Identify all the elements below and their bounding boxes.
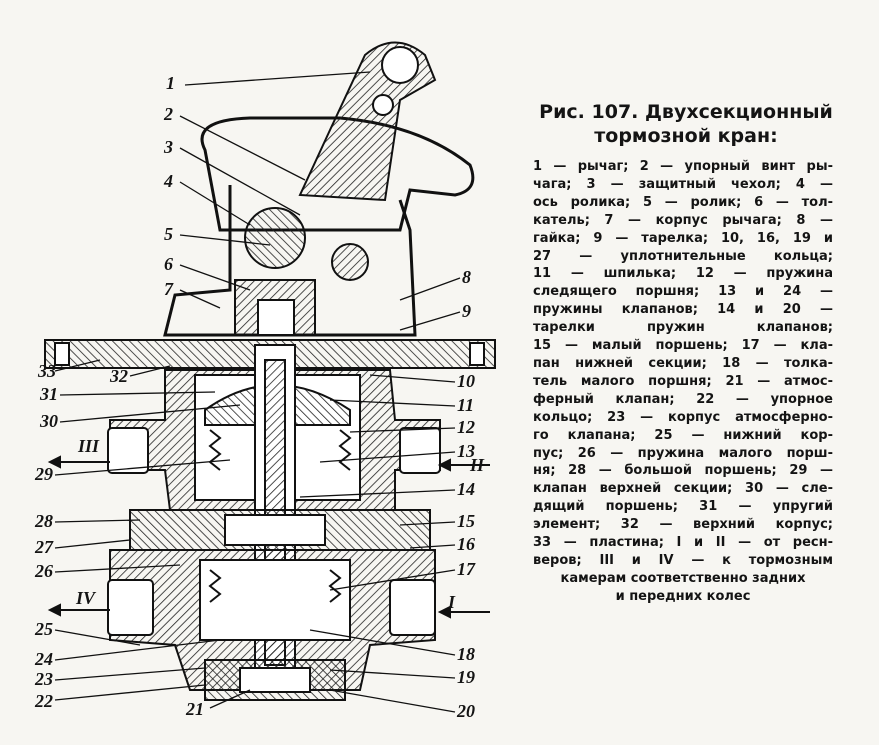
port-II-label: II [470, 455, 485, 475]
legend-line: го клапана; 25 — нижний кор- [533, 427, 833, 443]
port-IV-label: IV [76, 588, 96, 608]
callout-27: 27 [35, 537, 53, 557]
callout-33: 33 [38, 361, 56, 381]
callout-30: 30 [40, 411, 58, 431]
callout-23: 23 [35, 669, 53, 689]
legend-line: пус; 26 — пружина малого порш- [533, 445, 833, 461]
port-I-label: I [448, 592, 456, 612]
legend-line: 33 — пластина; I и II — от ресн- [533, 535, 833, 551]
legend-line: ферный клапан; 22 — упорное [533, 391, 833, 407]
callout-1: 1 [166, 73, 175, 93]
callout-7: 7 [164, 279, 173, 299]
legend-line: катель; 7 — корпус рычага; 8 — [533, 212, 833, 228]
callout-21: 21 [186, 699, 204, 719]
legend-line: 15 — малый поршень; 17 — кла- [533, 338, 833, 354]
callout-11: 11 [457, 395, 475, 415]
figure-caption: Рис. 107. Двухсекционный тормозной кран: [536, 100, 836, 148]
callout-5: 5 [164, 224, 173, 244]
legend-line: 27 — уплотнительные кольца; [533, 248, 833, 264]
callout-12: 12 [457, 417, 475, 437]
callout-10: 10 [457, 371, 475, 391]
legend-line: дящий поршень; 31 — упругий [533, 499, 833, 515]
callout-20: 20 [457, 701, 475, 721]
legend-line: ось ролика; 5 — ролик; 6 — тол- [533, 194, 833, 210]
legend-line: и передних колес [615, 588, 751, 604]
legend-line: кольцо; 23 — корпус атмосферно- [533, 409, 833, 425]
legend-line: ня; 28 — большой поршень; 29 — [533, 463, 833, 479]
callout-4: 4 [164, 171, 173, 191]
callout-25: 25 [35, 619, 53, 639]
legend-line: пан нижней секции; 18 — толка- [533, 355, 833, 371]
callout-26: 26 [35, 561, 53, 581]
brake-valve-drawing [44, 41, 496, 713]
callout-22: 22 [35, 691, 53, 711]
caption-title-line2: тормозной кран: [594, 125, 778, 147]
legend-line: тель малого поршня; 21 — атмос- [533, 373, 833, 389]
caption-title-line1: Рис. 107. Двухсекционный [539, 101, 833, 123]
callout-31: 31 [40, 384, 58, 404]
legend-line: гайка; 9 — тарелка; 10, 16, 19 и [533, 230, 833, 246]
callout-19: 19 [457, 667, 475, 687]
callout-29: 29 [35, 464, 53, 484]
callout-15: 15 [457, 511, 475, 531]
callout-6: 6 [164, 254, 173, 274]
legend-line: элемент; 32 — верхний корпус; [533, 517, 833, 533]
callout-3: 3 [164, 137, 173, 157]
callout-13: 13 [457, 441, 475, 461]
legend-line: 11 — шпилька; 12 — пружина [533, 266, 833, 282]
port-III-label: III [78, 436, 100, 456]
callout-17: 17 [457, 559, 475, 579]
figure-legend: 1 — рычаг; 2 — упорный винт ры- чага; 3 … [533, 158, 833, 606]
callout-28: 28 [35, 511, 53, 531]
callout-9: 9 [462, 301, 471, 321]
legend-line: веров; III и IV — к тормозным [533, 552, 833, 568]
legend-line: следящего поршня; 13 и 24 — [533, 284, 833, 300]
legend-line: клапан верхней секции; 30 — сле- [533, 481, 833, 497]
callout-8: 8 [462, 267, 471, 287]
callout-2: 2 [164, 104, 173, 124]
legend-line: тарелки пружин клапанов; [533, 320, 833, 336]
legend-line: чага; 3 — защитный чехол; 4 — [533, 176, 833, 192]
callout-24: 24 [35, 649, 53, 669]
legend-line: пружины клапанов; 14 и 20 — [533, 302, 833, 318]
legend-line: 1 — рычаг; 2 — упорный винт ры- [533, 159, 833, 174]
callout-16: 16 [457, 534, 475, 554]
callout-14: 14 [457, 479, 475, 499]
callout-18: 18 [457, 644, 475, 664]
callout-32: 32 [110, 366, 128, 386]
legend-line: камерам соответственно задних [560, 570, 806, 586]
